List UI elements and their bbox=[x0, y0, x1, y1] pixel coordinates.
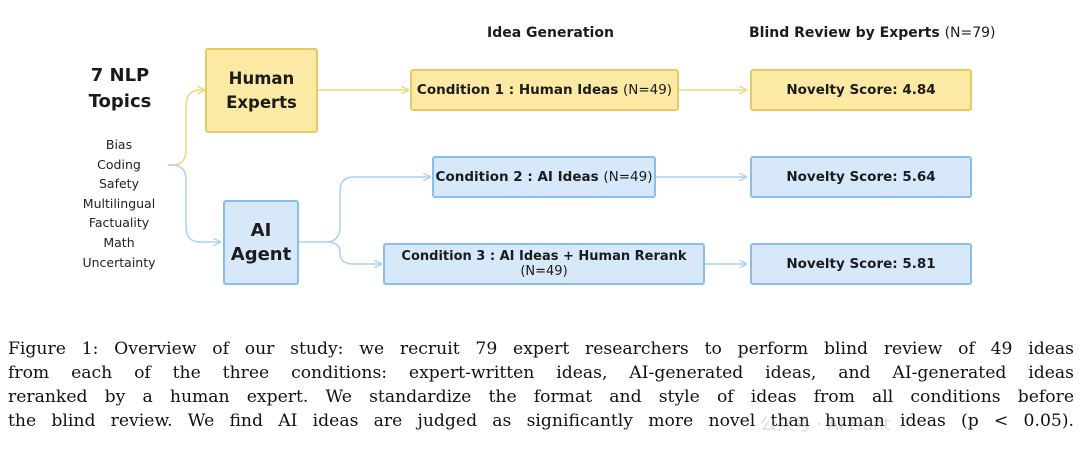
topics-title: 7 NLP Topics bbox=[75, 63, 165, 115]
topic-item: Coding bbox=[97, 156, 141, 172]
arrow-ai-to-condition-3 bbox=[325, 241, 381, 264]
condition-2-label: Condition 2 : AI Ideas bbox=[435, 169, 599, 185]
condition-1-count: (N=49) bbox=[622, 82, 673, 98]
human-experts-line-2: Experts bbox=[226, 92, 297, 112]
topic-item: Multilingual bbox=[82, 195, 156, 211]
topic-item: Math bbox=[103, 234, 135, 250]
condition-3-count: (N=49) bbox=[520, 264, 568, 279]
topic-item: Bias bbox=[105, 137, 133, 152]
condition-3-label: Condition 3 : AI Ideas + Human Rerank bbox=[401, 249, 687, 264]
ai-agent-box: AI Agent bbox=[223, 200, 299, 285]
topic-item: Uncertainty bbox=[82, 254, 156, 270]
arrow-topics-to-human bbox=[168, 90, 204, 166]
novelty-score-1: Novelty Score: 4.84 bbox=[786, 82, 936, 98]
blind-review-label: Blind Review by Experts bbox=[749, 25, 940, 41]
topics-title-line-2: Topics bbox=[88, 91, 152, 112]
flow-arrows bbox=[168, 0, 1080, 310]
condition-2-box: Condition 2 : AI Ideas (N=49) bbox=[432, 156, 656, 198]
condition-2-count: (N=49) bbox=[603, 169, 653, 185]
arrow-ai-to-condition-2 bbox=[299, 177, 430, 243]
caption-line-2: from each of the three conditions: exper… bbox=[8, 363, 1074, 383]
condition-3-box: Condition 3 : AI Ideas + Human Rerank (N… bbox=[383, 243, 705, 285]
ai-agent-line-1: AI bbox=[250, 219, 272, 241]
arrow-topics-to-ai bbox=[168, 164, 220, 242]
caption-line-3: reranked by a human expert. We standardi… bbox=[8, 387, 1074, 407]
blind-review-count: (N=79) bbox=[944, 25, 996, 41]
condition-1-label: Condition 1 : Human Ideas bbox=[416, 82, 619, 98]
novelty-score-2: Novelty Score: 5.64 bbox=[786, 169, 936, 185]
ai-agent-line-2: Agent bbox=[230, 243, 292, 265]
blind-review-header: Blind Review by Experts (N=79) bbox=[749, 25, 996, 41]
topics-title-line-1: 7 NLP bbox=[90, 65, 150, 86]
human-experts-box: Human Experts bbox=[205, 48, 318, 133]
topic-item: Factuality bbox=[88, 215, 150, 231]
study-overview-diagram: Idea Generation Blind Review by Experts … bbox=[70, 0, 1080, 310]
idea-generation-header: Idea Generation bbox=[487, 25, 614, 41]
human-experts-line-1: Human bbox=[228, 68, 295, 88]
novelty-score-2-box: Novelty Score: 5.64 bbox=[750, 156, 972, 198]
idea-generation-label: Idea Generation bbox=[487, 25, 614, 41]
figure-caption: Figure 1: Overview of our study: we recr… bbox=[8, 337, 1074, 433]
novelty-score-3: Novelty Score: 5.81 bbox=[786, 256, 936, 272]
novelty-score-3-box: Novelty Score: 5.81 bbox=[750, 243, 972, 285]
condition-1-box: Condition 1 : Human Ideas (N=49) bbox=[410, 69, 679, 111]
caption-line-4: the blind review. We find AI ideas are j… bbox=[8, 411, 1074, 431]
topic-item: Safety bbox=[99, 176, 139, 192]
topics-list: Bias Coding Safety Multilingual Factuali… bbox=[70, 135, 168, 272]
caption-line-1: Figure 1: Overview of our study: we recr… bbox=[8, 339, 1074, 359]
novelty-score-1-box: Novelty Score: 4.84 bbox=[750, 69, 972, 111]
